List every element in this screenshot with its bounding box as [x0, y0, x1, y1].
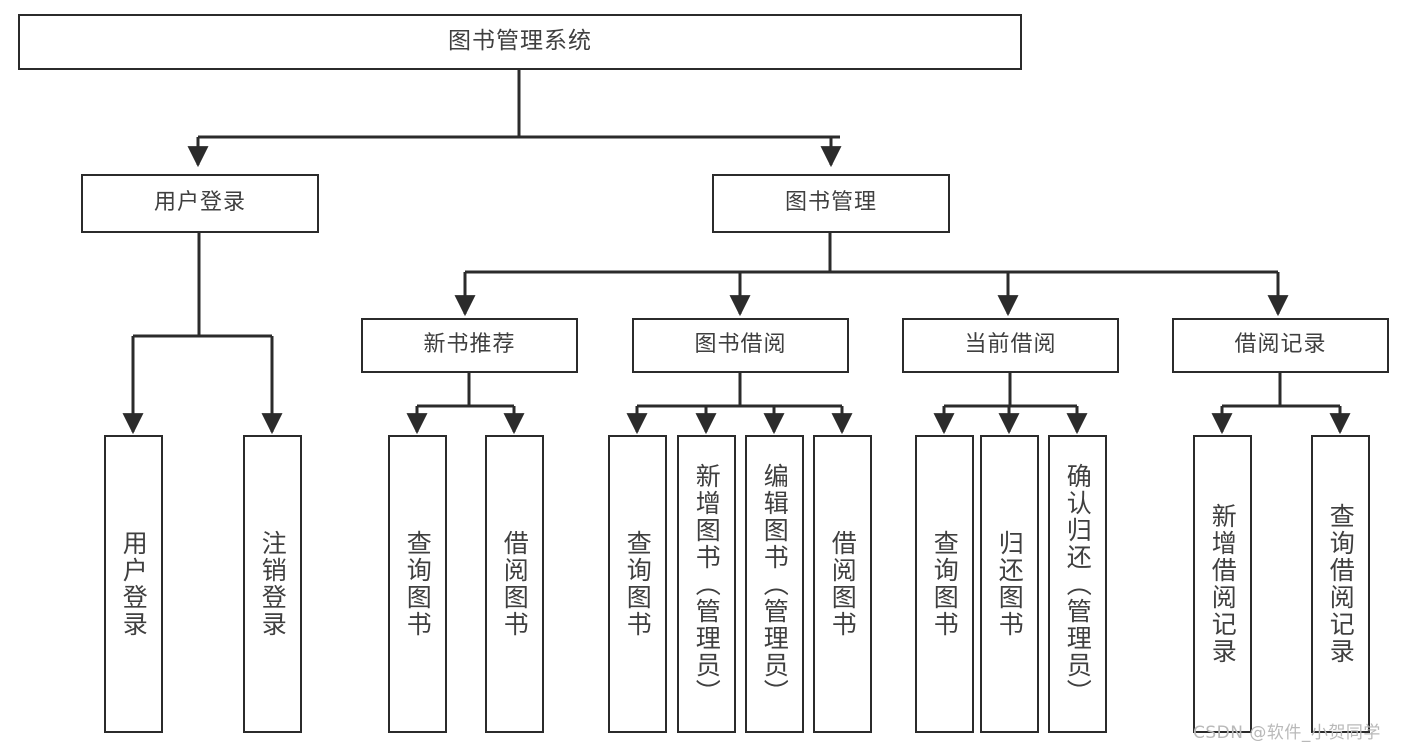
node-new-book-recommend-label: 新书推荐 — [423, 332, 516, 358]
leaf-borrow-book-label: 借阅图书 — [828, 530, 858, 638]
node-new-book-recommend[interactable]: 新书推荐 — [361, 318, 578, 373]
leaf-user-login-label: 用户登录 — [119, 530, 149, 638]
node-current-borrow-label: 当前借阅 — [964, 332, 1057, 358]
node-root-label: 图书管理系统 — [448, 28, 592, 55]
leaf-edit-book-admin[interactable]: 编辑图书（管理员） — [745, 435, 804, 733]
node-root[interactable]: 图书管理系统 — [18, 14, 1022, 70]
node-user-login[interactable]: 用户登录 — [81, 174, 319, 233]
node-book-borrow[interactable]: 图书借阅 — [632, 318, 849, 373]
leaf-add-borrow-record[interactable]: 新增借阅记录 — [1193, 435, 1252, 733]
leaf-query-borrow-record-label: 查询借阅记录 — [1326, 503, 1356, 665]
node-borrow-record[interactable]: 借阅记录 — [1172, 318, 1389, 373]
leaf-return-book-label: 归还图书 — [995, 530, 1025, 638]
leaf-query-book-borrow-label: 查询图书 — [623, 530, 653, 638]
leaf-query-book-recommend[interactable]: 查询图书 — [388, 435, 447, 733]
leaf-borrow-book[interactable]: 借阅图书 — [813, 435, 872, 733]
watermark: CSDN @软件_小贺同学 — [1193, 723, 1381, 743]
leaf-borrow-book-recommend-label: 借阅图书 — [500, 530, 530, 638]
node-user-login-label: 用户登录 — [153, 190, 246, 216]
leaf-query-book-current-label: 查询图书 — [930, 530, 960, 638]
leaf-logout-label: 注销登录 — [258, 530, 288, 638]
leaf-query-book-recommend-label: 查询图书 — [403, 530, 433, 638]
node-borrow-record-label: 借阅记录 — [1234, 332, 1327, 358]
leaf-return-book[interactable]: 归还图书 — [980, 435, 1039, 733]
leaf-borrow-book-recommend[interactable]: 借阅图书 — [485, 435, 544, 733]
leaf-confirm-return-admin-label: 确认归还（管理员） — [1063, 462, 1093, 706]
node-book-borrow-label: 图书借阅 — [694, 332, 787, 358]
leaf-user-login[interactable]: 用户登录 — [104, 435, 163, 733]
leaf-logout[interactable]: 注销登录 — [243, 435, 302, 733]
leaf-query-book-borrow[interactable]: 查询图书 — [608, 435, 667, 733]
leaf-add-borrow-record-label: 新增借阅记录 — [1208, 503, 1238, 665]
leaf-confirm-return-admin[interactable]: 确认归还（管理员） — [1048, 435, 1107, 733]
node-book-management[interactable]: 图书管理 — [712, 174, 950, 233]
leaf-edit-book-admin-label: 编辑图书（管理员） — [760, 462, 790, 706]
node-book-management-label: 图书管理 — [784, 190, 877, 216]
leaf-add-book-admin[interactable]: 新增图书（管理员） — [677, 435, 736, 733]
leaf-add-book-admin-label: 新增图书（管理员） — [692, 462, 722, 706]
leaf-query-book-current[interactable]: 查询图书 — [915, 435, 974, 733]
leaf-query-borrow-record[interactable]: 查询借阅记录 — [1311, 435, 1370, 733]
node-current-borrow[interactable]: 当前借阅 — [902, 318, 1119, 373]
